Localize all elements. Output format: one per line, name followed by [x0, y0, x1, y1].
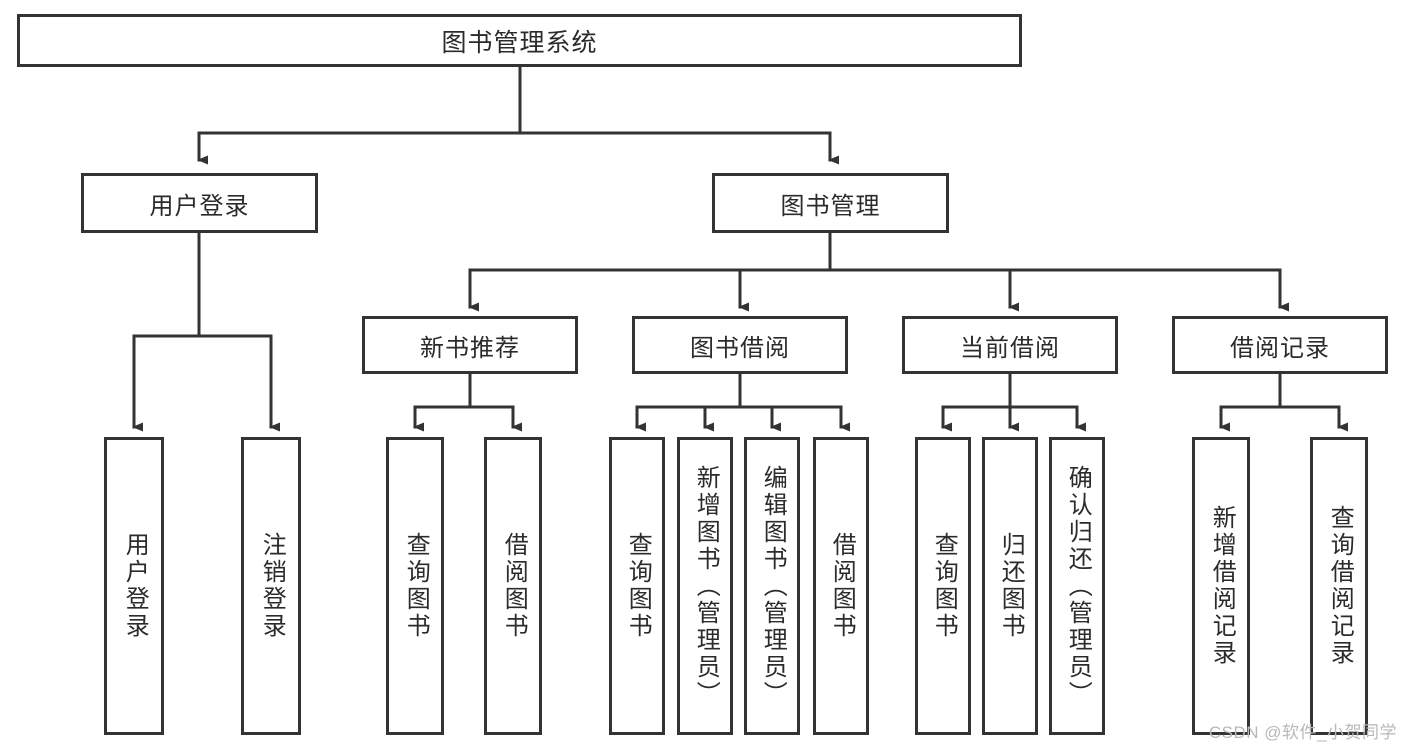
node-leaf-user-login-label: 用户登录: [121, 532, 149, 640]
node-leaf-add-book[interactable]: 新增图书（管理员）: [677, 437, 733, 735]
node-leaf-return-book[interactable]: 归还图书: [982, 437, 1038, 735]
node-book-manage[interactable]: 图书管理: [712, 173, 949, 233]
node-borrow-record[interactable]: 借阅记录: [1172, 316, 1388, 374]
node-leaf-query-book-3[interactable]: 查询图书: [915, 437, 971, 735]
node-leaf-logout[interactable]: 注销登录: [241, 437, 301, 735]
node-leaf-borrow-book-1-label: 借阅图书: [500, 532, 528, 640]
node-leaf-query-book-2[interactable]: 查询图书: [609, 437, 665, 735]
csdn-watermark: CSDN @软件_小贺同学: [1208, 723, 1397, 742]
node-leaf-return-book-label: 归还图书: [997, 532, 1025, 640]
node-leaf-query-book-1[interactable]: 查询图书: [386, 437, 444, 735]
node-leaf-borrow-book-1[interactable]: 借阅图书: [484, 437, 542, 735]
node-user-login[interactable]: 用户登录: [81, 173, 318, 233]
node-leaf-query-record[interactable]: 查询借阅记录: [1310, 437, 1368, 735]
node-leaf-borrow-book-2[interactable]: 借阅图书: [813, 437, 869, 735]
node-leaf-query-book-2-label: 查询图书: [624, 532, 652, 640]
node-leaf-logout-label: 注销登录: [258, 532, 286, 640]
node-leaf-query-record-label: 查询借阅记录: [1326, 505, 1354, 667]
node-current-borrow[interactable]: 当前借阅: [902, 316, 1118, 374]
node-leaf-add-book-label: 新增图书（管理员）: [692, 464, 720, 708]
node-leaf-add-record-label: 新增借阅记录: [1208, 505, 1236, 667]
node-book-borrow[interactable]: 图书借阅: [632, 316, 848, 374]
node-leaf-query-book-1-label: 查询图书: [402, 532, 430, 640]
node-new-book-rec[interactable]: 新书推荐: [362, 316, 578, 374]
node-root[interactable]: 图书管理系统: [17, 14, 1022, 67]
node-leaf-confirm-return-label: 确认归还（管理员）: [1064, 464, 1092, 708]
node-leaf-edit-book-label: 编辑图书（管理员）: [759, 464, 787, 708]
node-leaf-confirm-return[interactable]: 确认归还（管理员）: [1049, 437, 1105, 735]
node-leaf-edit-book[interactable]: 编辑图书（管理员）: [744, 437, 800, 735]
node-leaf-query-book-3-label: 查询图书: [930, 532, 958, 640]
node-leaf-borrow-book-2-label: 借阅图书: [828, 532, 856, 640]
node-leaf-user-login[interactable]: 用户登录: [104, 437, 164, 735]
node-leaf-add-record[interactable]: 新增借阅记录: [1192, 437, 1250, 735]
